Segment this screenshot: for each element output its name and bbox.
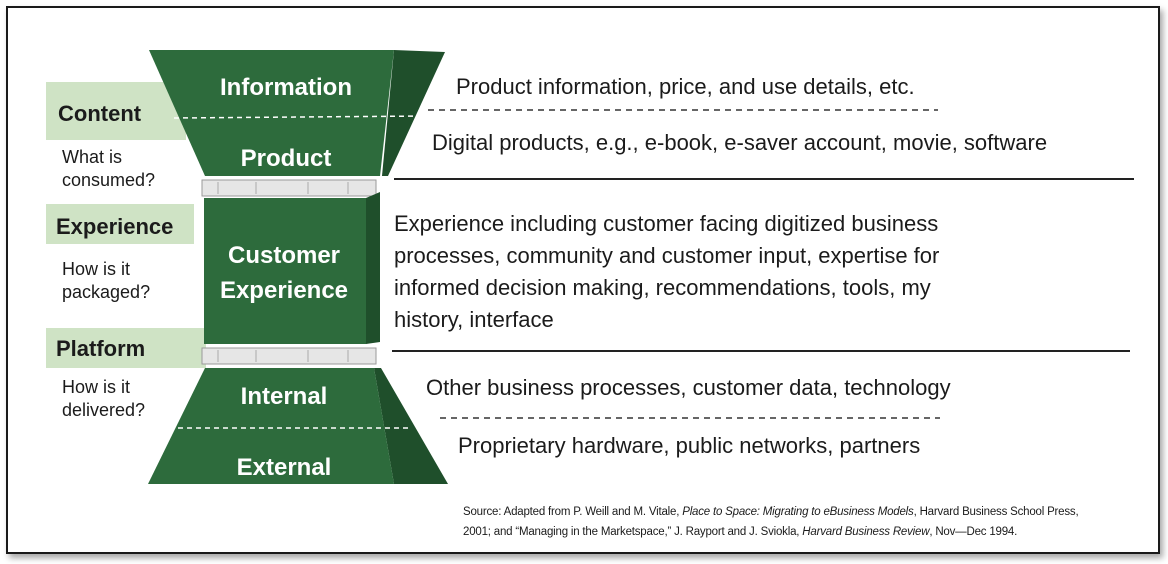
source-mid: , Harvard Business School Press, (913, 506, 1079, 518)
experience-band (46, 204, 194, 244)
source-title-2: Harvard Business Review (802, 526, 930, 538)
hourglass-diagram: Information Product Customer Experience … (148, 50, 1134, 484)
internal-shape-label: Internal (241, 383, 328, 410)
content-question-line-1: What is (62, 147, 123, 167)
middle-box-side (366, 192, 380, 344)
top-funnel-side (382, 50, 445, 176)
source-line-2: 2001; and “Managing in the Marketspace,”… (463, 522, 1153, 542)
bottom-connector-ticks (217, 350, 349, 362)
content-band (46, 82, 186, 140)
top-connector (201, 179, 377, 197)
information-shape-label: Information (220, 74, 352, 101)
top-funnel (149, 50, 394, 176)
top-connector-ticks (217, 182, 349, 194)
experience-description-line-2: processes, community and customer input,… (394, 243, 940, 268)
top-funnel-divider (173, 115, 429, 119)
experience-question-line-1: How is it (62, 259, 131, 279)
source-line2-prefix: 2001; and “Managing in the Marketspace,”… (463, 526, 803, 538)
external-description: Proprietary hardware, public networks, p… (458, 433, 921, 458)
experience-shape-label: Experience (220, 277, 348, 304)
experience-label: Experience (56, 214, 174, 239)
content-question: What is consumed? (62, 146, 155, 192)
source-line-1: Source: Adapted from P. Weill and M. Vit… (463, 502, 1153, 522)
experience-description-line-1: Experience including customer facing dig… (394, 211, 939, 236)
bottom-connector (201, 347, 377, 365)
bottom-funnel-side (374, 368, 448, 484)
source-title-1: Place to Space: Migrating to eBusiness M… (682, 506, 914, 518)
diagram-frame: Content What is consumed? Experience How… (6, 6, 1160, 554)
experience-description-line-3: informed decision making, recommendation… (394, 275, 931, 300)
product-description: Digital products, e.g., e-book, e-saver … (432, 130, 1048, 155)
platform-question-line-2: delivered? (62, 400, 146, 420)
customer-experience-box (204, 198, 366, 344)
information-description: Product information, price, and use deta… (456, 74, 915, 99)
product-shape-label: Product (241, 145, 332, 172)
source-citation: Source: Adapted from P. Weill and M. Vit… (463, 502, 1153, 542)
bottom-funnel (148, 368, 394, 484)
experience-question-line-2: packaged? (62, 282, 151, 302)
internal-description: Other business processes, customer data,… (426, 375, 951, 400)
external-shape-label: External (237, 454, 332, 481)
platform-label: Platform (56, 336, 146, 361)
content-question-line-2: consumed? (62, 170, 156, 190)
platform-band (46, 328, 206, 368)
experience-description: Experience including customer facing dig… (394, 208, 939, 336)
platform-question: How is it delivered? (62, 376, 145, 422)
content-label: Content (58, 101, 142, 126)
source-suffix: , Nov—Dec 1994. (929, 526, 1018, 538)
customer-shape-label: Customer (228, 242, 340, 269)
source-prefix: Source: Adapted from P. Weill and M. Vit… (463, 506, 683, 518)
platform-question-line-1: How is it (62, 377, 131, 397)
experience-description-line-4: history, interface (394, 307, 554, 332)
experience-question: How is it packaged? (62, 258, 150, 304)
